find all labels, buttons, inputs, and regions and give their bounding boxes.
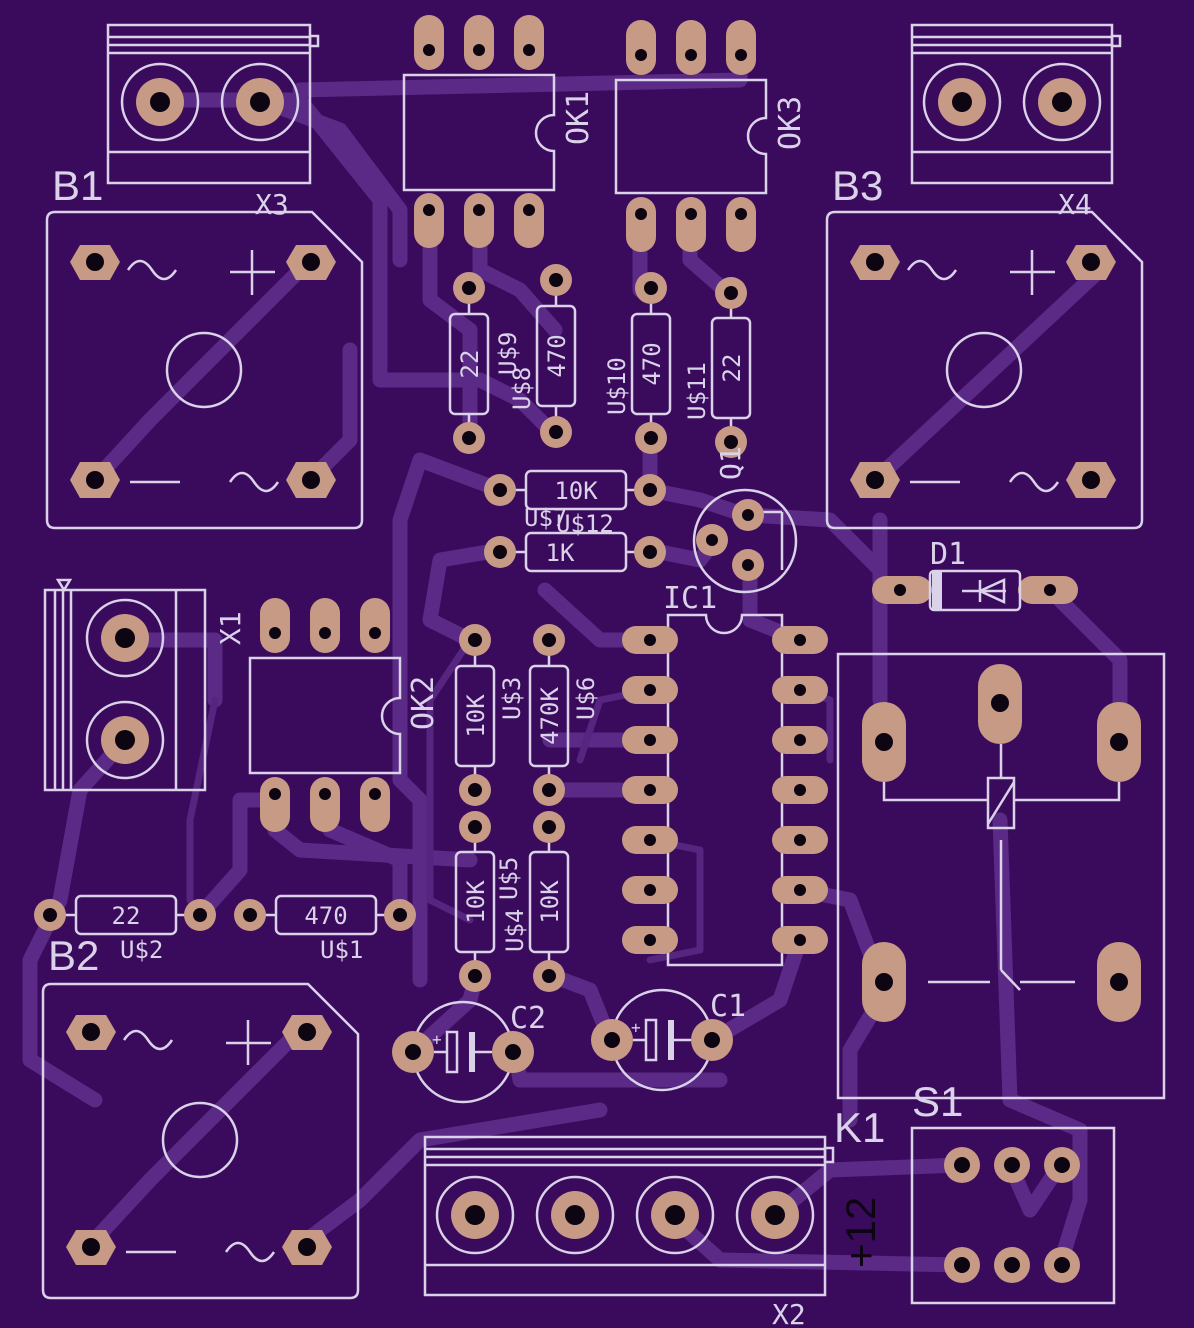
- terminal-x4-pin1: [938, 78, 986, 126]
- name-u3: U$3: [498, 677, 526, 720]
- terminal-x4-pin2: [1038, 78, 1086, 126]
- name-u7: U$7: [524, 504, 567, 532]
- terminal-x2-pin4: [751, 1191, 799, 1239]
- name-u9: U$9: [494, 332, 522, 375]
- ic1-dip14: [622, 613, 828, 967]
- value-u2: 22: [112, 902, 141, 930]
- resistor-u7: [484, 469, 666, 511]
- capacitor-c2: +: [392, 1000, 534, 1104]
- diode-d1: [872, 569, 1078, 612]
- resistor-u3: [454, 624, 496, 806]
- label-ic1: IC1: [663, 581, 717, 616]
- value-u1: 470: [304, 902, 347, 930]
- label-k1: K1: [834, 1104, 885, 1151]
- bridge-rectifier-b3: [825, 210, 1144, 530]
- value-u5: 10K: [536, 880, 564, 924]
- label-s1: S1: [912, 1078, 963, 1125]
- resistor-u9: [535, 264, 577, 448]
- ic1-left-pins: [622, 626, 678, 954]
- label-x1: X1: [214, 611, 247, 645]
- optocoupler-ok3: [614, 20, 768, 252]
- bridge-rectifier-b1: [45, 210, 364, 530]
- value-u11: 22: [718, 354, 746, 383]
- terminal-x2: [423, 1135, 835, 1297]
- resistor-u10: [630, 272, 672, 454]
- label-ok1: OK1: [561, 91, 596, 145]
- label-c1: C1: [710, 989, 746, 1024]
- value-u9: 470: [543, 334, 571, 377]
- name-u6: U$6: [572, 677, 600, 720]
- label-ok3: OK3: [773, 96, 808, 150]
- label-b3: B3: [832, 162, 883, 209]
- name-u5: U$5: [495, 857, 523, 900]
- resistor-u2: [34, 894, 216, 936]
- relay-k1: [836, 652, 1166, 1100]
- value-u12: 1K: [546, 539, 575, 567]
- label-supply: +12: [837, 1197, 884, 1268]
- resistor-u5: [528, 811, 570, 992]
- name-u2: U$2: [120, 936, 163, 964]
- value-u10: 470: [638, 342, 666, 385]
- resistor-u4: [454, 811, 496, 992]
- capacitor-c1: +: [591, 988, 733, 1092]
- value-u7: 10K: [554, 477, 598, 505]
- resistor-u12: [484, 531, 666, 573]
- label-c2: C2: [510, 1001, 546, 1036]
- labels: B1 B3 B2 K1 S1 X3 X4 X2 X1 OK1 OK3 OK2 I…: [48, 91, 1092, 1328]
- resistor-u11: [710, 277, 752, 458]
- optocoupler-ok2: [248, 598, 402, 832]
- svg-text:+: +: [432, 1030, 442, 1049]
- terminal-x4: [910, 23, 1122, 185]
- label-ok2: OK2: [406, 676, 441, 730]
- terminal-x1: [43, 578, 207, 792]
- optocoupler-ok1: [402, 15, 556, 248]
- transistor-q1: [692, 488, 798, 594]
- resistor-u6: [528, 624, 570, 806]
- name-u4: U$4: [501, 909, 529, 952]
- terminal-x1-pin2: [101, 716, 149, 764]
- name-u10: U$10: [603, 357, 631, 415]
- name-u8: U$8: [508, 367, 536, 410]
- value-u3: 10K: [462, 694, 490, 738]
- label-x2: X2: [772, 1298, 806, 1328]
- label-b2: B2: [48, 932, 99, 979]
- name-u12: U$12: [556, 510, 614, 538]
- label-q1: Q1: [714, 446, 747, 480]
- name-u1: U$1: [320, 936, 363, 964]
- resistor-u8: [448, 272, 490, 454]
- terminal-x3-pin1: [136, 78, 184, 126]
- terminal-x2-pin3: [651, 1191, 699, 1239]
- value-u6: 470K: [536, 687, 564, 745]
- terminal-x3-pin2: [236, 78, 284, 126]
- value-u8: 22: [456, 350, 484, 379]
- terminal-x3: [106, 23, 320, 185]
- label-x4: X4: [1058, 188, 1092, 221]
- terminal-x2-pin1: [451, 1191, 499, 1239]
- label-b1: B1: [52, 162, 103, 209]
- label-x3: X3: [255, 188, 289, 221]
- label-d1: D1: [930, 537, 966, 572]
- svg-text:+: +: [631, 1018, 641, 1037]
- bridge-rectifier-b2: [41, 982, 360, 1300]
- terminal-x1-pin1: [101, 614, 149, 662]
- resistor-u1: [234, 894, 416, 936]
- value-u4: 10K: [462, 880, 490, 924]
- terminal-x2-pin2: [551, 1191, 599, 1239]
- switch-s1: [910, 1126, 1116, 1305]
- ic1-right-pins: [772, 626, 828, 954]
- name-u11: U$11: [683, 362, 711, 420]
